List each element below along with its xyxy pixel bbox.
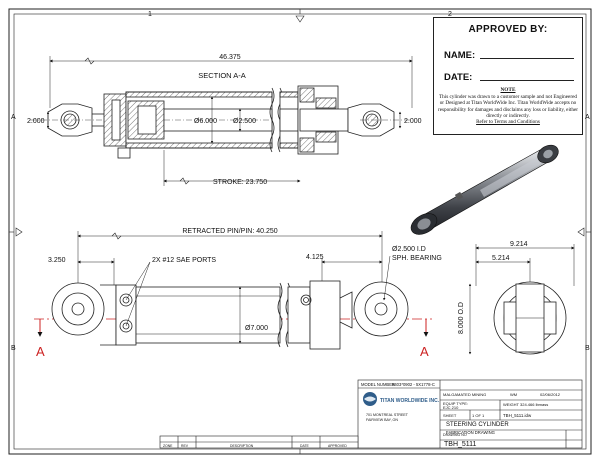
sae-ports-label: 2X #12 SAE PORTS <box>152 257 216 264</box>
rev-header-rev: REV <box>181 444 189 448</box>
end-view <box>468 244 575 355</box>
stroke-dim: STROKE: 23.750 <box>213 179 267 186</box>
bearing-label-1: Ø2.500 I.D <box>392 246 426 253</box>
approval-title: APPROVED BY: <box>468 24 548 35</box>
zone-top-1: 1 <box>148 11 152 18</box>
note-text: This cylinder was drawn to a customer sa… <box>438 94 578 119</box>
drawing-no-label: DRAWING NO <box>443 433 467 437</box>
sheet-value: 1 OF 1 <box>472 413 485 418</box>
terms-link[interactable]: Refer to Terms and Conditions <box>476 119 540 126</box>
note-heading: NOTE <box>500 87 516 93</box>
section-marker-right: A <box>420 344 429 359</box>
model-value: 9403*0902 - 5X1778-C <box>392 382 435 387</box>
zone-left-b: B <box>11 345 16 352</box>
date-line[interactable] <box>480 80 574 81</box>
tube-od-dim: Ø7.000 <box>245 325 268 332</box>
customer-line-1: MALGAMATED MINING <box>443 392 486 397</box>
model-label: MODEL NUMBER <box>361 382 395 387</box>
approval-box: APPROVED BY: NAME: DATE: NOTE This cylin… <box>433 17 583 135</box>
weight-label: WEIGHT <box>503 402 520 407</box>
name-line[interactable] <box>480 58 574 59</box>
end-width-total: 9.214 <box>510 241 528 248</box>
zone-top-2: 2 <box>448 11 452 18</box>
drawing-title: STEERING CYLINDER <box>446 422 509 428</box>
retracted-dim: RETRACTED PIN/PIN: 40.250 <box>182 228 277 235</box>
drawn-date: 02/06/2012 <box>540 392 561 397</box>
company-name: TITAN WORLDWIDE INC. <box>380 398 440 404</box>
end-width-half: 5.214 <box>492 255 510 262</box>
date-label: DATE: <box>444 72 473 83</box>
company-addr1: 701 MONTREAL STREET <box>366 413 409 417</box>
side-view <box>34 231 432 350</box>
company-logo <box>363 392 377 406</box>
note-body: This cylinder was drawn to a customer sa… <box>438 94 578 125</box>
section-title: SECTION A-A <box>198 71 246 80</box>
zone-left-a: A <box>11 114 16 121</box>
end-od: 8.000 O.D <box>458 302 465 334</box>
drawn-by: WM <box>510 392 517 397</box>
bore-dia-dim: Ø6.000 <box>194 118 217 125</box>
name-label: NAME: <box>444 50 476 61</box>
title-block <box>159 379 583 449</box>
rev-header-description: DESCRIPTION <box>230 444 254 448</box>
dim-4125: 4.125 <box>306 254 324 261</box>
zone-right-b: B <box>585 345 590 352</box>
weight-value: 324.466 lbmass <box>520 402 548 407</box>
rod-dia-dim: Ø2.500 <box>233 118 256 125</box>
pin-right-dim: 2.000 <box>404 118 422 125</box>
sheet-label: SHEET <box>443 413 457 418</box>
company-addr2: FAIRVIEW BAY, ON <box>366 418 398 422</box>
pin-left-dim: 2.000 <box>27 118 45 125</box>
customer-line-3: EJC 210 <box>443 405 459 410</box>
section-marker-left: A <box>36 344 45 359</box>
rev-header-zone: ZONE <box>163 444 173 448</box>
drawing-subtitle: FABRICATION DRAWING <box>446 430 495 435</box>
overall-length-dim: 46.375 <box>219 54 241 61</box>
isometric-view <box>410 144 559 235</box>
rev-header-approved: APPROVED <box>328 444 347 448</box>
dim-3250: 3.250 <box>48 257 66 264</box>
customer-line-2: EQUIP TYPE: <box>443 401 468 406</box>
file-value: TBH_5111.idw <box>503 413 532 418</box>
zone-right-a: A <box>585 114 590 121</box>
rev-header-date: DATE <box>300 444 310 448</box>
section-view <box>30 56 413 186</box>
bearing-label-2: SPH. BEARING <box>392 255 442 262</box>
drawing-number: TBH_5111 <box>444 441 477 448</box>
